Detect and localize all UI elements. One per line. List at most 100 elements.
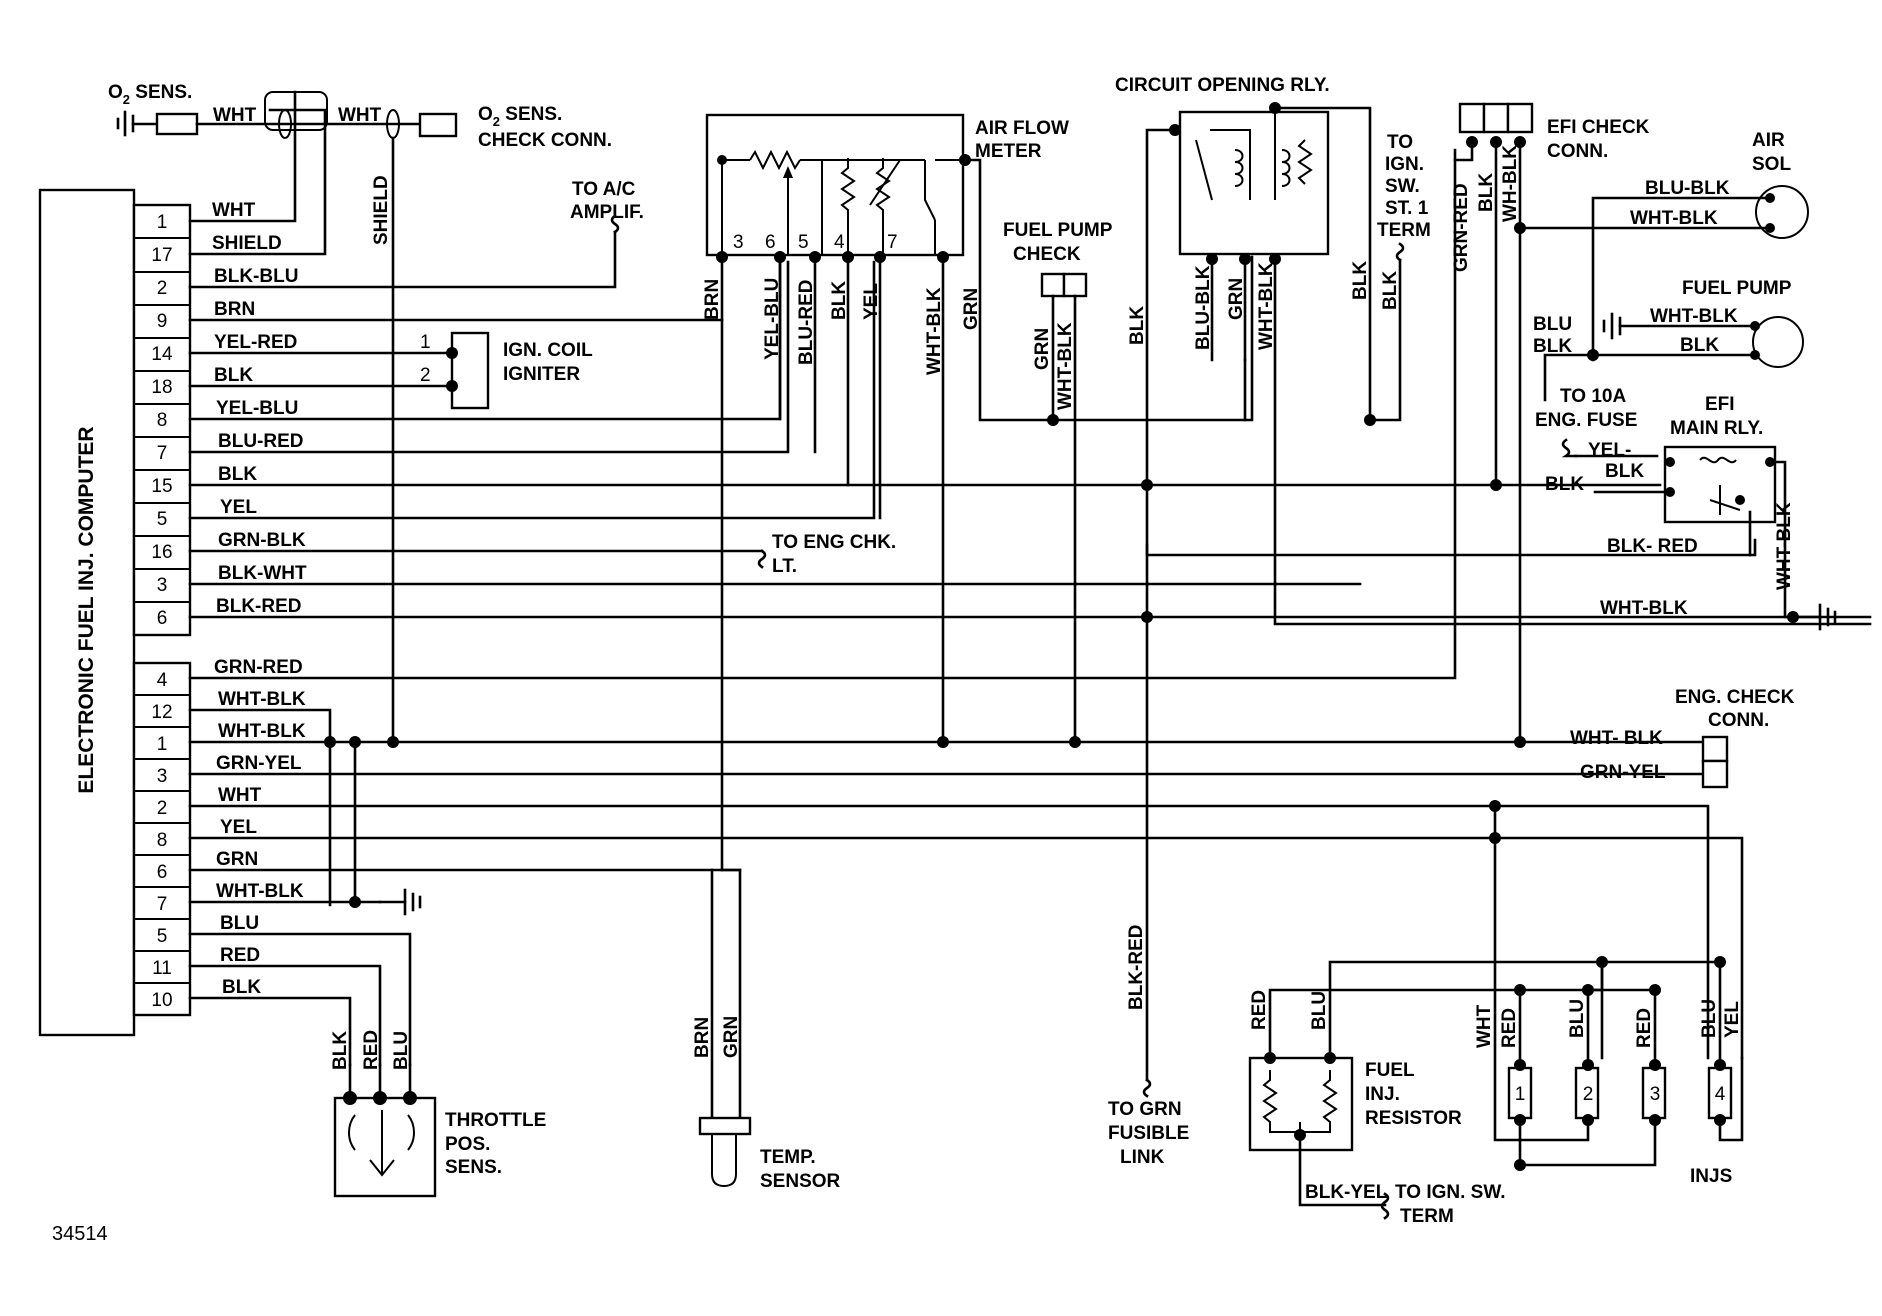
fuse-label-1: TO 10A — [1560, 386, 1626, 407]
wire-label: YEL — [220, 817, 257, 838]
fusible-label-3: LINK — [1120, 1147, 1165, 1168]
pin-a6: 6 — [157, 608, 168, 629]
wire-label: BLK — [222, 977, 261, 998]
afm-pin-6: 6 — [765, 232, 776, 253]
pin-a7: 7 — [157, 443, 168, 464]
wire-label: YEL-RED — [214, 332, 297, 353]
fusible-label-2: FUSIBLE — [1108, 1123, 1189, 1144]
cor-wire-blk: BLK — [1127, 306, 1148, 345]
fpc-wire-wht-blk: WHT-BLK — [1055, 322, 1076, 410]
afm-wire-blk: BLK — [829, 281, 850, 320]
ign-coil-igniter: 1 2 IGN. COIL IGNITER — [420, 331, 593, 410]
inj-wire-red-1: RED — [1499, 1008, 1520, 1048]
fuel-pump-symbol — [1752, 316, 1804, 368]
fuel-pump-label: FUEL PUMP — [1682, 278, 1792, 299]
o2-wire-left: WHT — [213, 105, 257, 126]
wire-label: WHT — [212, 200, 256, 221]
eng-check-conn: ENG. CHECK CONN. WHT- BLK GRN-YEL — [1570, 687, 1795, 789]
pin-a1: 1 — [157, 212, 168, 233]
pin-b5: 5 — [157, 926, 168, 947]
cor-wire-wht-blk: WHT-BLK — [1256, 262, 1277, 350]
efi-computer: ELECTRONIC FUEL INJ. COMPUTER 1 17 2 9 1… — [38, 188, 192, 1037]
wire-label: BLK-WHT — [218, 563, 307, 584]
resistor-wire-red: RED — [1249, 990, 1270, 1030]
pin-b4: 4 — [157, 670, 168, 691]
afm-label-2: METER — [975, 141, 1042, 162]
temp-wire-brn: BRN — [692, 1017, 713, 1058]
eng-chk-lt-1: TO ENG CHK. — [772, 532, 896, 553]
wire-label: WHT-BLK — [218, 689, 306, 710]
resistor-out-wire: BLK-YEL — [1305, 1182, 1388, 1203]
tps-label-1: THROTTLE — [445, 1110, 546, 1131]
wire-label: BLK — [218, 464, 257, 485]
wire-label: YEL-BLU — [216, 398, 298, 419]
main-rly-wire-blk-red: BLK- RED — [1607, 536, 1698, 557]
ign-sw-3: SW. — [1385, 176, 1420, 197]
wire-label: SHIELD — [212, 233, 282, 254]
ign-sw-5: TERM — [1377, 220, 1431, 241]
wire-label: GRN-RED — [214, 657, 303, 678]
igniter-pin-2: 2 — [420, 365, 431, 386]
circuit-opening-relay: CIRCUIT OPENING RLY. BLK BLU-BLK GRN WHT… — [1115, 75, 1872, 1082]
pin-a15: 15 — [151, 476, 172, 497]
cor-wire-grn: GRN — [1226, 278, 1247, 320]
pin-a5: 5 — [157, 509, 168, 530]
fpc-label-2: CHECK — [1013, 244, 1081, 265]
pin-b2: 2 — [157, 798, 168, 819]
figure-number: 34514 — [52, 1223, 108, 1245]
tps-label-2: POS. — [445, 1134, 490, 1155]
afm-pin-4: 4 — [834, 232, 845, 253]
wire-label: GRN-YEL — [216, 753, 302, 774]
fuse-label-2: ENG. FUSE — [1535, 410, 1637, 431]
igniter-label-1: IGN. COIL — [503, 340, 593, 361]
afm-wire-yel: YEL — [861, 283, 882, 320]
tps-wire-blu: BLU — [391, 1031, 412, 1070]
afm-label-1: AIR FLOW — [975, 118, 1069, 139]
inj-wire-blu-1: BLU — [1567, 999, 1588, 1038]
efi-check-label-2: CONN. — [1547, 141, 1608, 162]
main-rly-wire-wht-blk: WHT-BLK — [1774, 502, 1795, 590]
efi-main-relay: TO 10A ENG. FUSE EFI MAIN RLY. YEL- BLK … — [1535, 386, 1837, 631]
o2-sensor: O2 SENS. WHT WHT SHIELD O2 SENS. CHECK C… — [108, 82, 612, 742]
wire-label: BRN — [214, 299, 255, 320]
eng-check-light-lead: TO ENG CHK. LT. — [757, 532, 896, 577]
main-rly-wire-yel: YEL- — [1588, 440, 1631, 461]
resistor-to-1: TO IGN. SW. — [1395, 1182, 1506, 1203]
efi-check-conn: EFI CHECK CONN. GRN-RED BLK WH-BLK — [1451, 102, 1650, 748]
afm-pin-3: 3 — [733, 232, 744, 253]
fpc-label-1: FUEL PUMP — [1003, 220, 1113, 241]
wire-label: GRN — [216, 849, 258, 870]
injector-num-2: 2 — [1583, 1084, 1594, 1105]
wire-label: WHT-BLK — [216, 881, 304, 902]
o2-check-label-2: CHECK CONN. — [478, 130, 612, 151]
cor-wire-blk-2: BLK — [1350, 261, 1371, 300]
eng-check-conn-2: CONN. — [1708, 710, 1769, 731]
injectors-label: INJS — [1690, 1166, 1732, 1187]
injectors: 1 2 3 4 WHT RED BLU RED BLU YEL INJS — [1474, 800, 1744, 1187]
computer-title: ELECTRONIC FUEL INJ. COMPUTER — [75, 426, 98, 793]
wire-label: WHT — [218, 785, 262, 806]
eng-check-conn-1: ENG. CHECK — [1675, 687, 1795, 708]
shield-label: SHIELD — [371, 175, 392, 245]
temp-wire-grn: GRN — [721, 1016, 742, 1058]
pin-a2: 2 — [157, 278, 168, 299]
cor-label: CIRCUIT OPENING RLY. — [1115, 75, 1330, 96]
pin-a18: 18 — [151, 377, 172, 398]
pin-b3: 3 — [157, 766, 168, 787]
bus-junctions — [324, 736, 422, 916]
temp-label-1: TEMP. — [760, 1147, 816, 1168]
igniter-label-2: IGNITER — [503, 364, 580, 385]
pin-a9: 9 — [157, 311, 168, 332]
inj-wire-wht: WHT — [1474, 1004, 1495, 1048]
inj-wire-red-2: RED — [1634, 1008, 1655, 1048]
air-solenoid: AIR SOL BLU-BLK WHT-BLK — [1514, 130, 1809, 362]
cor-wire-blu-blk: BLU-BLK — [1193, 265, 1214, 350]
temp-sensor: BRN GRN TEMP. SENSOR — [692, 868, 841, 1192]
tps-label-3: SENS. — [445, 1157, 502, 1178]
computer-wire-labels: WHT SHIELD BLK-BLU BRN YEL-RED BLK YEL-B… — [212, 200, 307, 998]
wire-label: BLK-BLU — [214, 266, 298, 287]
fuel-pump-check: FUEL PUMP CHECK GRN WHT-BLK — [937, 220, 1113, 748]
wire-label: WHT-BLK — [218, 721, 306, 742]
pin-b12: 12 — [151, 702, 172, 723]
